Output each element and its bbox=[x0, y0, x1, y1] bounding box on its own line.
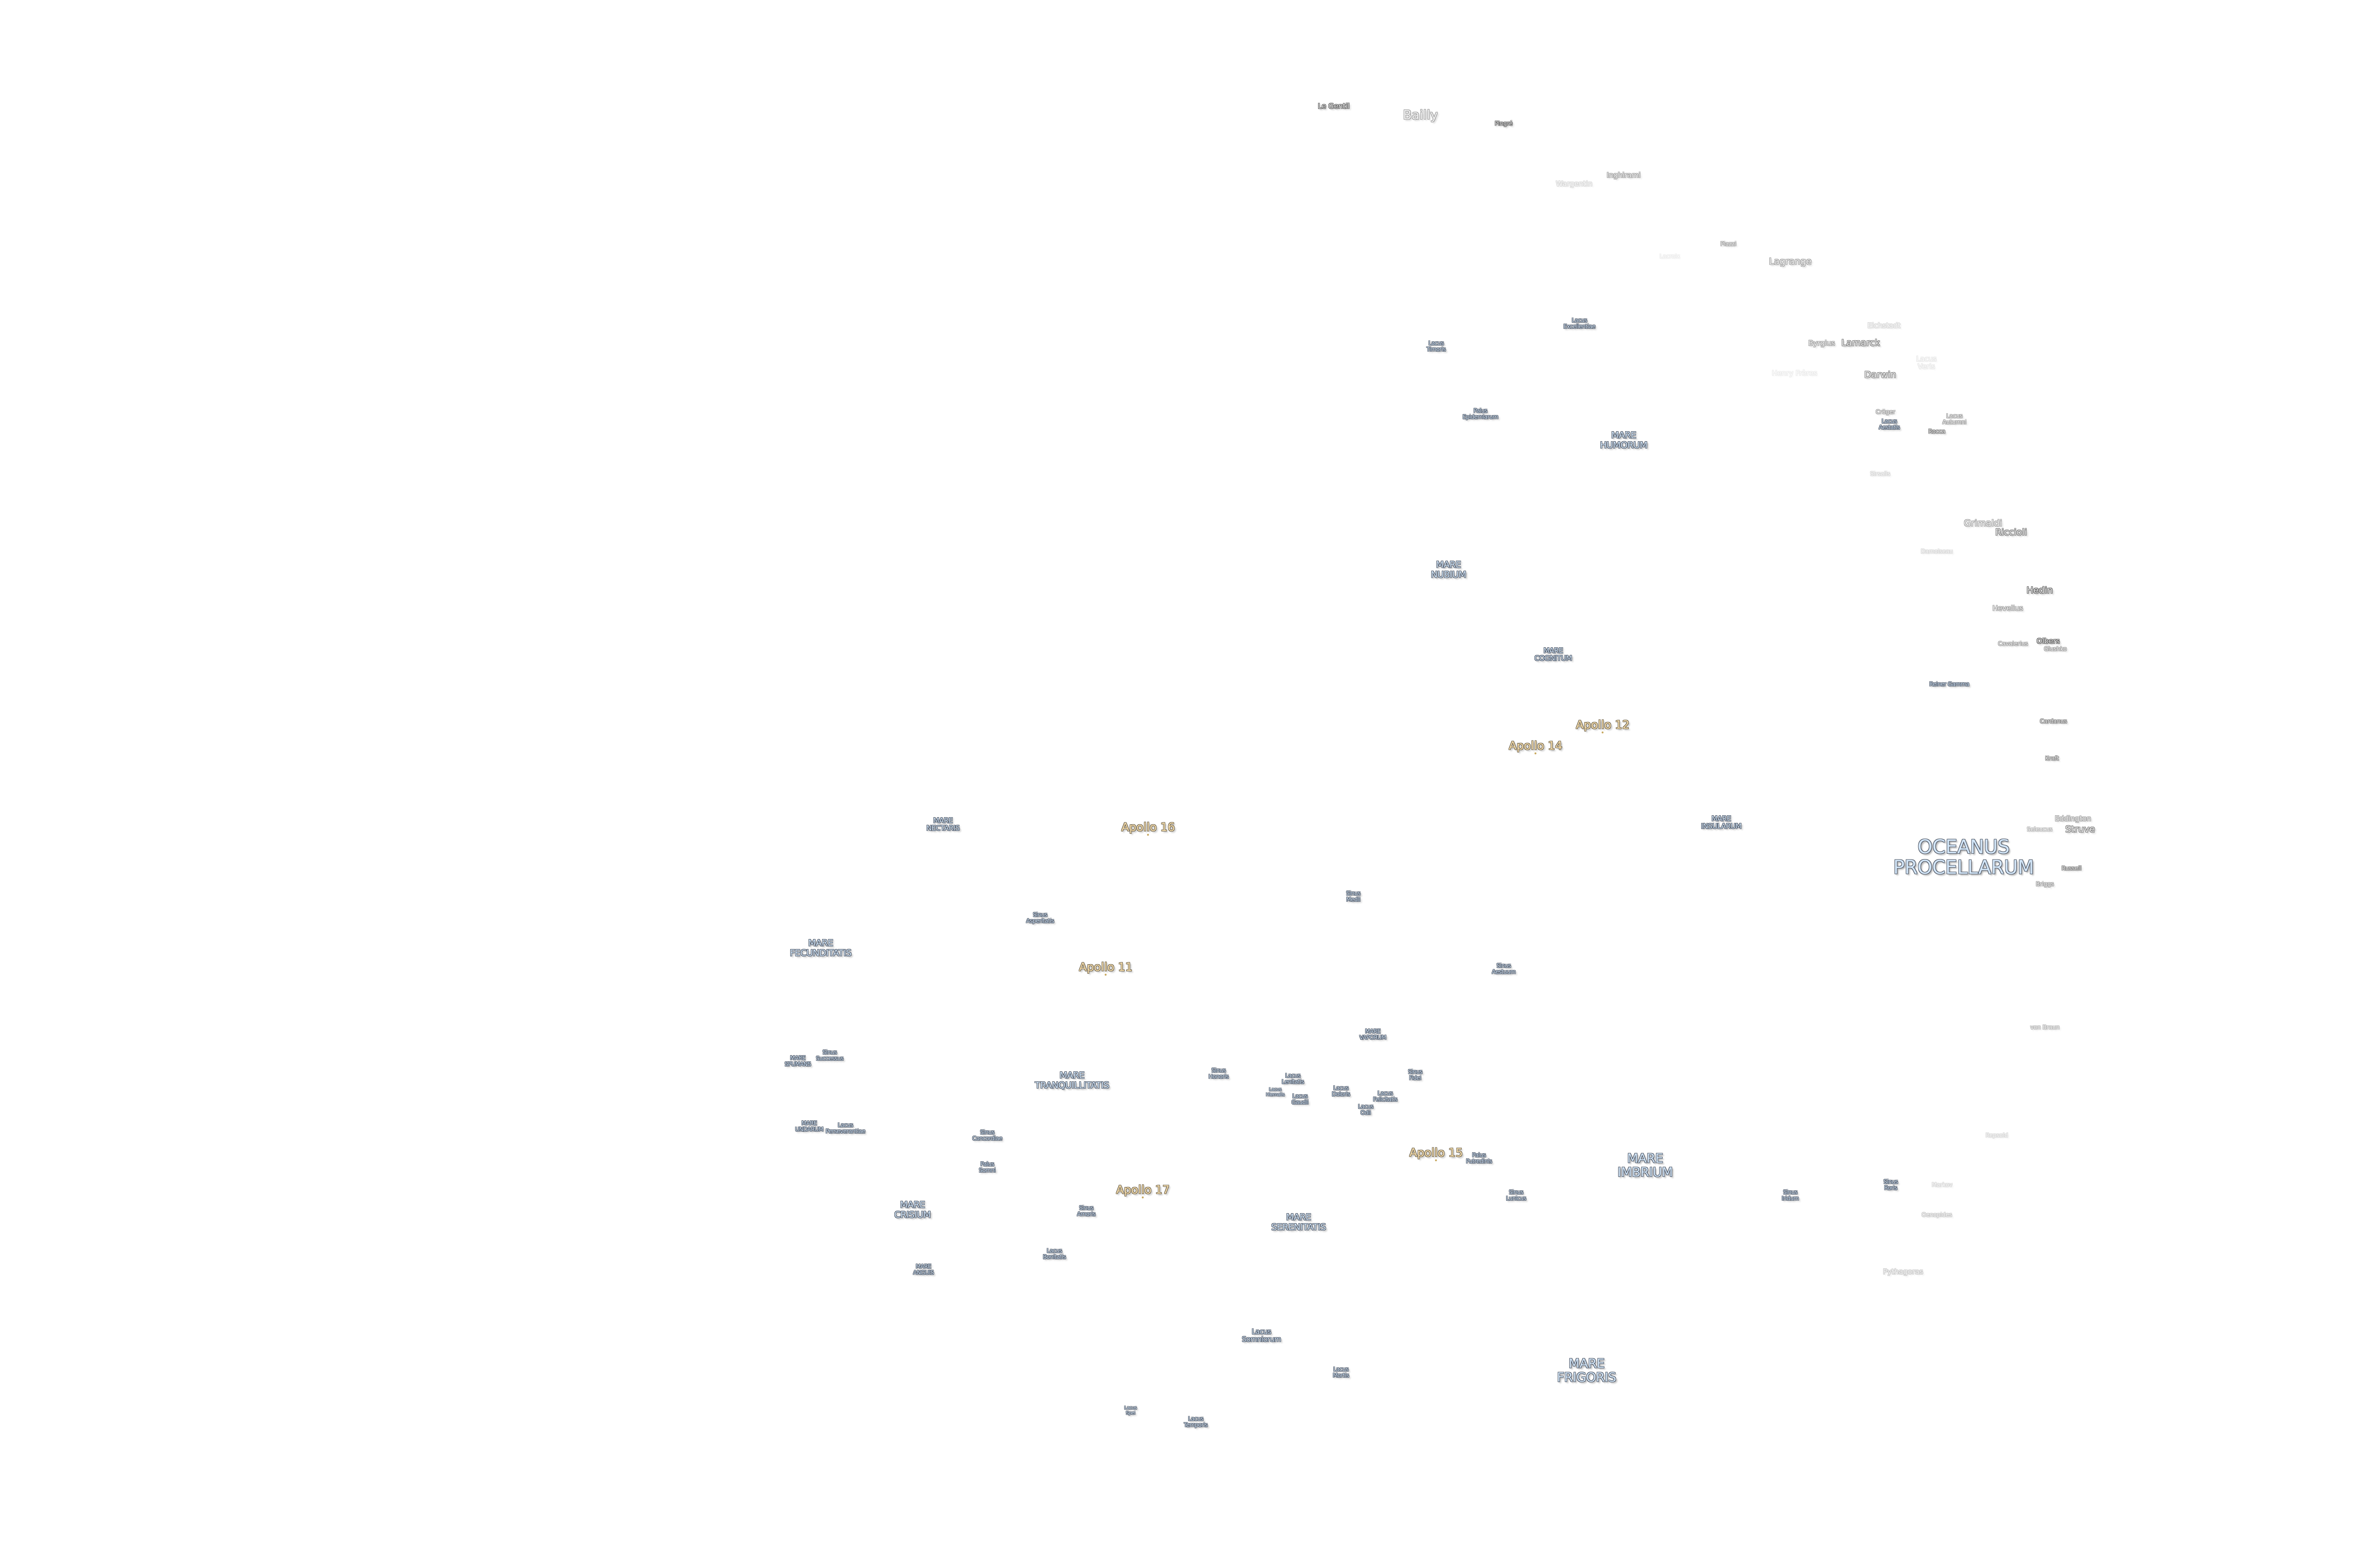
label-mare-frigoris: MARE FRIGORIS bbox=[1557, 1356, 1616, 1385]
label-reiner-gamma: Reiner Gamma bbox=[1929, 681, 1969, 688]
label-sinus-honoris: Sinus Honoris bbox=[1208, 1067, 1229, 1080]
label-lacus-felicitatis: Lacus Felicitatis bbox=[1373, 1090, 1398, 1103]
label-crater-repsold: Repsold bbox=[1985, 1132, 2008, 1139]
label-lacus-aestatis: Lacus Aestatis bbox=[1879, 418, 1900, 431]
label-crater-kraft: Kraft bbox=[2045, 755, 2059, 762]
apollo-11-site[interactable]: Apollo 11 bbox=[1079, 960, 1133, 976]
label-sinus-aestuum: Sinus Aestuum bbox=[1492, 962, 1516, 975]
label-crater-pingre: Pingré bbox=[1495, 120, 1513, 127]
label-crater-hevelius: Hevelius bbox=[1992, 603, 2023, 613]
label-sinus-successus: Sinus Successus bbox=[816, 1049, 843, 1062]
label-sinus-concordiae: Sinus Concordiae bbox=[972, 1129, 1002, 1142]
label-crater-oenopides: Oenopides bbox=[1922, 1211, 1952, 1218]
label-mare-nubium: MARE NUBIUM bbox=[1430, 559, 1467, 580]
label-crater-markov: Markov bbox=[1932, 1181, 1953, 1188]
label-sinus-roris: Sinus Roris bbox=[1884, 1178, 1898, 1191]
label-crater-byrgius: Byrgius bbox=[1808, 338, 1835, 347]
label-crater-henry-freres: Henry Frères bbox=[1772, 368, 1817, 377]
label-crater-olbers: Olbers bbox=[2036, 636, 2060, 645]
label-lacus-perseverantiae: Lacus Perseverantiae bbox=[825, 1122, 865, 1135]
label-palus-putredinis: Palus Putredinis bbox=[1466, 1152, 1492, 1165]
label-lacus-veris: Lacus Veris bbox=[1916, 354, 1937, 371]
label-crater-eichstadt: Eichstadt bbox=[1867, 321, 1901, 330]
label-crater-eddington: Eddington bbox=[2054, 814, 2092, 823]
label-crater-lamarck: Lamarck bbox=[1841, 337, 1880, 348]
label-mare-humorum: MARE HUMORUM bbox=[1600, 430, 1647, 450]
label-oceanus-procellarum: OCEANUS PROCELLARUM bbox=[1893, 836, 2034, 879]
apollo-12-site[interactable]: Apollo 12 bbox=[1576, 718, 1630, 733]
label-mare-serenitatis: MARE SERENITATIS bbox=[1271, 1212, 1326, 1232]
label-mare-imbrium: MARE IMBRIUM bbox=[1617, 1151, 1673, 1180]
label-lacus-mortis: Lacus Mortis bbox=[1333, 1366, 1349, 1379]
label-crater-von-braun: von Braun bbox=[2030, 1024, 2060, 1031]
label-crater-riccioli: Riccioli bbox=[1995, 527, 2027, 538]
label-sinus-asperitatis: Sinus Asperitatis bbox=[1026, 911, 1054, 924]
label-palus-epidemiarum: Palus Epidemiarum bbox=[1462, 407, 1498, 420]
label-mare-tranquillitatis: MARE TRANQUILLITATIS bbox=[1035, 1070, 1109, 1090]
label-sinus-medii: Sinus Medii bbox=[1346, 890, 1360, 903]
label-crater-damoiseau: Damoiseau bbox=[1921, 548, 1953, 555]
label-crater-pythagoras: Pythagoras bbox=[1883, 1267, 1924, 1276]
label-crater-sirsalis: Sirsalis bbox=[1870, 470, 1891, 477]
label-crater-lagrange: Lagrange bbox=[1769, 256, 1812, 267]
label-crater-piazzi: Piazzi bbox=[1720, 240, 1736, 247]
label-crater-wargentin: Wargentin bbox=[1556, 179, 1593, 188]
label-mare-fecunditatis: MARE FECUNDITATIS bbox=[790, 938, 852, 958]
label-lacus-excellentiae: Lacus Excellentiae bbox=[1563, 317, 1596, 330]
label-sinus-iridum: Sinus Iridum bbox=[1782, 1189, 1799, 1202]
label-lacus-temporis: Lacus Temporis bbox=[1184, 1415, 1208, 1428]
label-crater-rocca: Rocca bbox=[1928, 428, 1945, 435]
label-mare-undarum: MARE UNDARUM bbox=[795, 1120, 823, 1133]
label-lacus-bonitatis: Lacus Bonitatis bbox=[1042, 1247, 1066, 1260]
label-lacus-doloris: Lacus Doloris bbox=[1331, 1085, 1350, 1097]
label-lacus-spei: Lacus Spei bbox=[1124, 1405, 1137, 1416]
label-crater-cardanus: Cardanus bbox=[2040, 718, 2067, 725]
label-lacus-autumni: Lacus Autumni bbox=[1942, 413, 1967, 425]
label-mare-anguis: MARE ANGUIS bbox=[913, 1263, 934, 1276]
label-crater-bailly: Bailly bbox=[1403, 108, 1438, 123]
label-crater-darwin: Darwin bbox=[1864, 369, 1896, 380]
label-lacus-somniorum: Lacus Somniorum bbox=[1242, 1327, 1281, 1344]
apollo-17-site[interactable]: Apollo 17 bbox=[1116, 1183, 1170, 1198]
label-crater-russell: Russell bbox=[2062, 865, 2082, 872]
label-sinus-fidei: Sinus Fidei bbox=[1408, 1068, 1422, 1081]
label-lacus-gaudii: Lacus Gaudii bbox=[1291, 1093, 1309, 1106]
label-mare-crisium: MARE CRISIUM bbox=[894, 1199, 931, 1220]
label-mare-spumans: MARE SPUMANS bbox=[784, 1055, 811, 1068]
apollo-14-site[interactable]: Apollo 14 bbox=[1508, 739, 1563, 754]
label-mare-cognitum: MARE COGNITUM bbox=[1534, 646, 1572, 662]
label-mare-insularum: MARE INSULARUM bbox=[1701, 814, 1742, 830]
label-lacus-hiemalis: Lacus Hiemalis bbox=[1266, 1087, 1285, 1097]
label-crater-grimaldi: Grimaldi bbox=[1964, 518, 2003, 529]
label-mare-vaporum: MARE VAPORUM bbox=[1359, 1028, 1387, 1041]
apollo-16-site[interactable]: Apollo 16 bbox=[1121, 820, 1175, 836]
label-crater-cruger: Crüger bbox=[1875, 408, 1895, 415]
label-sinus-amoris: Sinus Amoris bbox=[1077, 1205, 1096, 1217]
label-palus-somni: Palus Somni bbox=[979, 1161, 996, 1174]
label-crater-struve: Struve bbox=[2065, 824, 2095, 835]
label-crater-glushko: Glushko bbox=[2044, 645, 2067, 652]
apollo-15-site[interactable]: Apollo 15 bbox=[1409, 1146, 1463, 1161]
label-mare-nectaris: MARE NECTARIS bbox=[926, 816, 960, 832]
label-crater-seleucus: Seleucus bbox=[2027, 826, 2053, 833]
label-sinus-lunicus: Sinus Lunicus bbox=[1506, 1189, 1526, 1202]
label-crater-lacroix: Lacroix bbox=[1659, 253, 1680, 260]
label-crater-hedin: Hedin bbox=[2026, 585, 2053, 596]
label-lacus-lenitatis: Lacus Lenitatis bbox=[1281, 1072, 1304, 1085]
label-lacus-odii: Lacus Odii bbox=[1358, 1103, 1374, 1116]
label-crater-briggs: Briggs bbox=[2036, 880, 2054, 888]
label-crater-cavalerius: Cavalerius bbox=[1998, 640, 2028, 647]
label-crater-le-gentil: Le Gentil bbox=[1318, 101, 1350, 110]
label-crater-inghirami: Inghirami bbox=[1606, 170, 1641, 179]
label-lacus-timoris: Lacus Timoris bbox=[1426, 340, 1446, 353]
